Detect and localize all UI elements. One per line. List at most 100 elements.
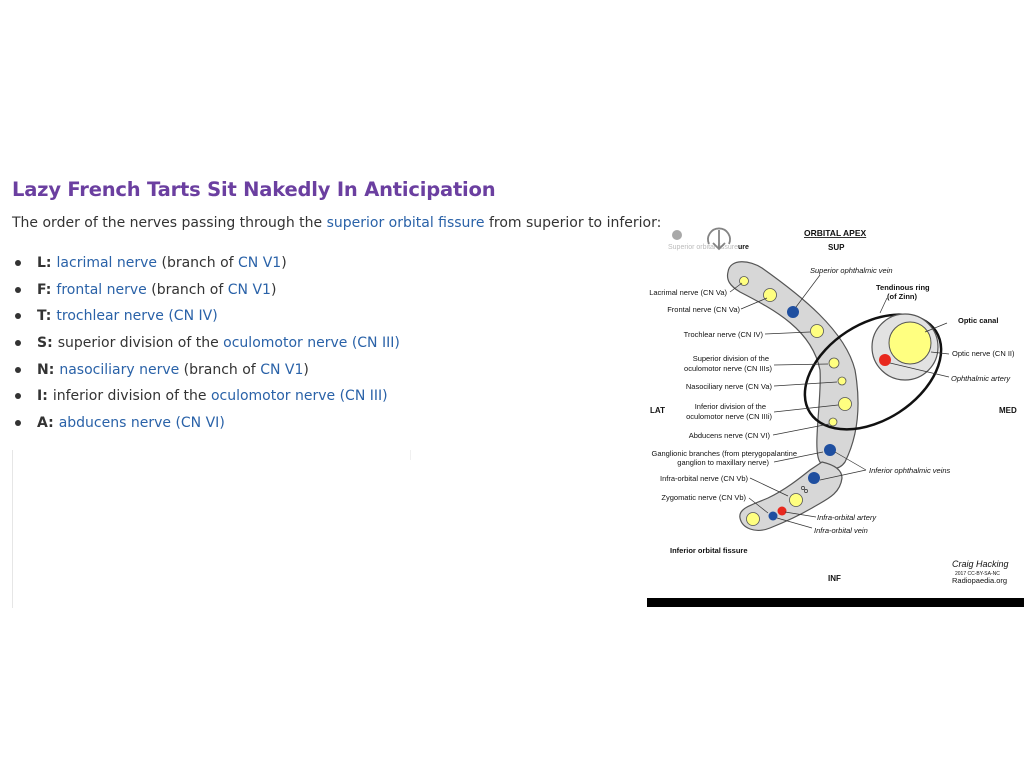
nerve-list: L: lacrimal nerve (branch of CN V1 ) F: … [12,250,400,436]
leader-line [772,423,830,436]
ganglionic-dot-2 [804,489,808,493]
bullet-icon [15,393,21,400]
credit-license: 2017 CC-BY-SA-NC [955,571,1000,577]
infra-orbital-vein-label: Infra-orbital vein [814,526,868,535]
leader-line [773,363,829,366]
zygomatic-nerve-dot [746,512,760,526]
infra-orbital-nerve-dot [789,493,803,507]
superior-orbital-fissure-link[interactable]: superior orbital fissure [326,215,485,231]
division-text: superior division of the [57,335,224,352]
division-text: inferior division of the [52,388,211,405]
branch-text: (branch of [179,361,261,378]
bullet-icon [15,286,21,293]
abducens-label: Abducens nerve (CN VI) [689,431,771,440]
frontal-label: Frontal nerve (CN Va) [667,305,740,314]
leader-line [773,404,839,413]
close-paren: ) [270,281,277,298]
oculomotor-nerve-link[interactable]: oculomotor nerve (CN III) [210,388,388,405]
superior-division-dot [828,357,840,369]
infra-orbital-artery-label: Infra-orbital artery [817,513,877,522]
leader-line [729,282,743,293]
sphere-icon[interactable] [672,230,682,240]
mnemonic-letter: L: [37,255,52,272]
cn-v1-link[interactable]: CN V1 [227,281,271,298]
branch-text: (branch of [157,255,239,272]
oculomotor-nerve-link[interactable]: oculomotor nerve (CN III) [223,335,400,352]
nasociliary-nerve-dot [837,376,847,386]
trochlear-nerve-dot [810,324,824,338]
leader-line [773,381,838,387]
trochlear-label: Trochlear nerve (CN IV) [684,330,764,339]
list-item-superior-division: S: superior division of the oculomotor n… [12,330,400,357]
superior-ophthalmic-vein-label: Superior ophthalmic vein [810,266,893,275]
abducens-nerve-link[interactable]: abducens nerve (CN VI) [58,414,225,431]
lacrimal-nerve-link[interactable]: lacrimal nerve [56,255,158,272]
nasociliary-nerve-link[interactable]: nasociliary nerve [59,361,180,378]
inferior-ophthalmic-veins-label: Inferior ophthalmic veins [869,466,951,475]
zygomatic-label: Zygomatic nerve (CN Vb) [661,493,746,502]
infra-orbital-vein-dot [768,511,778,521]
list-item-lacrimal: L: lacrimal nerve (branch of CN V1 ) [12,250,400,277]
superior-division-label-1: Superior division of the [693,354,769,363]
ganglionic-label-2: ganglion to maxillary nerve) [677,458,769,467]
close-paren: ) [303,361,309,378]
ganglionic-label-1: Ganglionic branches (from pterygopalanti… [652,449,798,458]
ophthalmic-artery-label: Ophthalmic artery [951,374,1011,383]
credit-signature: Craig Hacking [952,559,1009,569]
leader-line [930,351,950,355]
optic-nerve-label: Optic nerve (CN II) [952,349,1015,358]
frontal-nerve-dot [763,288,777,302]
mnemonic-letter: I: [37,388,48,405]
list-item-abducens: A: abducens nerve (CN VI) [12,410,400,437]
lacrimal-label: Lacrimal nerve (CN Va) [649,288,727,297]
frontal-nerve-link[interactable]: frontal nerve [56,281,147,298]
content-divider-faint [410,450,411,460]
superior-ophthalmic-vein-dot [787,306,799,318]
leader-line [834,451,867,471]
mnemonic-letter: F: [37,281,52,298]
leader-line [764,331,811,335]
list-item-nasociliary: N: nasociliary nerve (branch of CN V1 ) [12,356,400,383]
inferior-division-label-2: oculomotor nerve (CN IIIi) [686,412,772,421]
leader-line [879,297,888,314]
credit-site: Radiopaedia.org [952,576,1007,585]
branch-text: (branch of [146,281,228,298]
leader-line [784,511,817,518]
inferior-ophthalmic-vein-dot-1 [824,444,836,456]
optic-nerve-circle [888,321,932,365]
leader-line [740,297,768,310]
mnemonic-letter: T: [37,308,52,325]
ophthalmic-artery-dot [879,354,891,366]
lat-label: LAT [650,406,665,415]
tendinous-ring-label-2: (of Zinn) [887,292,917,301]
leader-line [776,517,813,529]
intro-paragraph: The order of the nerves passing through … [12,215,661,231]
inferior-orbital-fissure-label: Inferior orbital fissure [670,546,748,555]
mnemonic-letter: S: [37,335,53,352]
tendinous-ring-label-1: Tendinous ring [876,283,930,292]
bullet-icon [15,260,21,267]
nasociliary-label: Nasociliary nerve (CN Va) [686,382,773,391]
inferior-division-label-1: Inferior division of the [695,402,766,411]
orbital-apex-diagram: ORBITAL APEX SUP INF LAT MED Superior or… [646,222,1024,607]
ganglionic-dot-1 [801,486,805,490]
list-item-inferior-division: I: inferior division of the oculomotor n… [12,383,400,410]
bullet-icon [15,340,21,347]
optic-canal-label: Optic canal [958,316,998,325]
cn-v1-link[interactable]: CN V1 [260,361,304,378]
infra-orbital-nerve-label: Infra-orbital nerve (CN Vb) [660,474,748,483]
mnemonic-letter: A: [37,414,54,431]
sof-visible-label: ure [738,244,749,251]
trochlear-nerve-link[interactable]: trochlear nerve (CN IV) [56,308,218,325]
download-icon[interactable] [707,227,731,251]
cn-v1-link[interactable]: CN V1 [238,255,282,272]
bullet-icon [15,313,21,320]
mnemonic-letter: N: [37,361,55,378]
sof-faded-label: Superior orbital fissure [668,244,738,251]
orbital-apex-svg: ORBITAL APEX SUP INF LAT MED Superior or… [649,227,1017,585]
content-divider [12,450,13,608]
bullet-icon [15,366,21,373]
infra-orbital-artery-dot [777,506,787,516]
leader-line [749,477,789,497]
close-paren: ) [281,255,287,272]
